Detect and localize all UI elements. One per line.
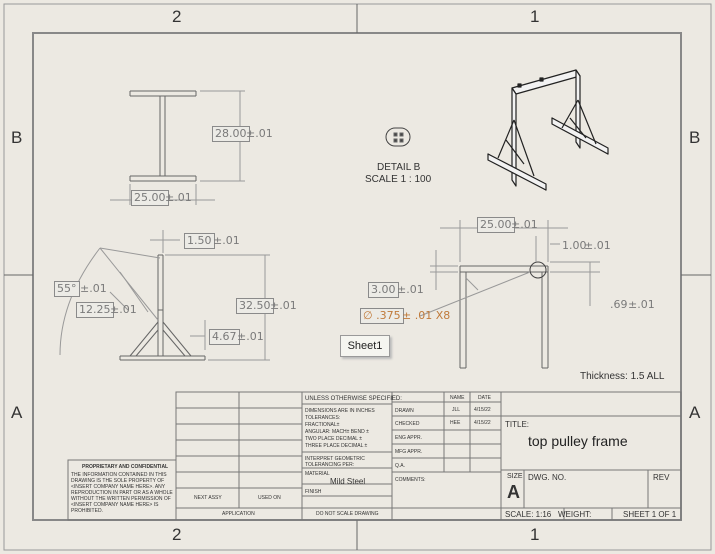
ibeam-height-dim[interactable]: 28.00 — [212, 126, 250, 142]
tb-prop-line: <INSERT COMPANY NAME HERE>. ANY — [71, 484, 166, 490]
front-width-dim[interactable]: 25.00 — [477, 217, 515, 233]
tb-checked-name: HEE — [450, 420, 461, 426]
tb-rev: REV — [653, 473, 670, 482]
tb-mfg-appr: MFG APPR. — [395, 449, 423, 455]
zone-right-a: A — [689, 403, 701, 422]
tb-size-label: SIZE — [507, 473, 523, 480]
side-top-tol: ±.01 — [213, 234, 240, 247]
front-hole-dim[interactable]: ∅ .375 — [360, 308, 404, 324]
tb-scale: SCALE: 1:16 — [505, 510, 552, 519]
tb-interpret: INTERPRET GEOMETRIC — [305, 456, 365, 462]
zone-left-b: B — [11, 128, 23, 147]
tb-dims2: TOLERANCES: — [305, 415, 341, 421]
tb-checked: CHECKED — [395, 421, 420, 427]
side-height-tol: ±.01 — [270, 299, 297, 312]
drawing-title: top pulley frame — [528, 433, 628, 449]
ibeam-width-dim[interactable]: 25.00 — [131, 190, 169, 206]
zone-bottom-1: 1 — [530, 525, 540, 544]
front-offset-tol: ±.01 — [628, 298, 655, 311]
front-right-dim[interactable]: 1.00 — [562, 239, 587, 252]
side-brace-dim[interactable]: 12.25 — [76, 302, 114, 318]
tb-prop-title: PROPRIETARY AND CONFIDENTIAL — [82, 464, 169, 470]
zone-top-1: 1 — [530, 7, 540, 26]
tb-fractional: FRACTIONAL± — [305, 422, 340, 428]
front-width-tol: ±.01 — [511, 218, 538, 231]
front-left-dim[interactable]: 3.00 — [368, 282, 399, 298]
tb-sheet: SHEET 1 OF 1 — [623, 510, 677, 519]
tb-prop-line: THE INFORMATION CONTAINED IN THIS — [71, 472, 167, 478]
ibeam-height-tol: ±.01 — [246, 127, 273, 140]
tb-qa: Q.A. — [395, 463, 406, 469]
front-offset-dim[interactable]: .69 — [610, 298, 628, 311]
zone-left-a: A — [11, 403, 23, 422]
tb-three-place: THREE PLACE DECIMAL ± — [305, 443, 368, 449]
zone-top-2: 2 — [172, 7, 182, 26]
tb-comments: COMMENTS: — [395, 477, 426, 483]
side-angle-dim[interactable]: 55° — [54, 281, 80, 297]
tb-prop-line: DRAWING IS THE SOLE PROPERTY OF — [71, 478, 165, 484]
tb-do-not-scale: DO NOT SCALE DRAWING — [316, 511, 379, 517]
tb-prop-line: PROHIBITED. — [71, 508, 103, 514]
tb-two-place: TWO PLACE DECIMAL ± — [305, 436, 363, 442]
tb-drawn-date: 4/15/22 — [474, 407, 491, 413]
front-hole-tol: ± .01 X8 — [402, 309, 451, 322]
side-base-dim[interactable]: 4.67 — [209, 329, 240, 345]
tb-next-assy: NEXT ASSY — [194, 495, 222, 501]
ibeam-width-tol: ±.01 — [165, 191, 192, 204]
tb-unless: UNLESS OTHERWISE SPECIFIED: — [305, 396, 402, 402]
tb-dims1: DIMENSIONS ARE IN INCHES — [305, 408, 375, 414]
tb-prop-line: REPRODUCTION IN PART OR AS A WHOLE — [71, 490, 173, 496]
tb-title-label: TITLE: — [505, 420, 530, 429]
sheet-tab-tooltip[interactable]: Sheet1 — [340, 335, 390, 357]
side-angle-tol: ±.01 — [80, 282, 107, 295]
zone-right-b: B — [689, 128, 701, 147]
tb-dwg-no: DWG. NO. — [528, 473, 567, 482]
side-top-dim[interactable]: 1.50 — [184, 233, 215, 249]
tb-weight: WEIGHT: — [558, 510, 592, 519]
tb-checked-date: 4/15/22 — [474, 420, 491, 426]
tb-eng-appr: ENG APPR. — [395, 435, 422, 441]
thickness-note: Thickness: 1.5 ALL — [580, 371, 665, 382]
tb-application: APPLICATION — [222, 511, 255, 517]
tb-drawn-name: JLL — [452, 407, 461, 413]
side-brace-tol: ±.01 — [110, 303, 137, 316]
front-left-tol: ±.01 — [397, 283, 424, 296]
tb-angular: ANGULAR: MACH± BEND ± — [305, 429, 369, 435]
zone-bottom-2: 2 — [172, 525, 182, 544]
tb-date-hdr: DATE — [478, 395, 491, 401]
tb-material-label: MATERIAL — [305, 471, 330, 477]
tb-used-on: USED ON — [258, 495, 281, 501]
tb-size: A — [507, 482, 520, 502]
tb-material: Mild Steel — [330, 477, 366, 486]
tb-tolerancing: TOLERANCING PER: — [305, 462, 355, 468]
tb-name-hdr: NAME — [450, 395, 465, 401]
detail-title: DETAIL B — [377, 162, 421, 173]
tb-drawn: DRAWN — [395, 408, 414, 414]
tb-prop-line: <INSERT COMPANY NAME HERE> IS — [71, 502, 159, 508]
detail-scale: SCALE 1 : 100 — [365, 174, 432, 185]
side-base-tol: ±.01 — [237, 330, 264, 343]
front-right-tol: ±.01 — [584, 239, 611, 252]
tb-prop-line: WITHOUT THE WRITTEN PERMISSION OF — [71, 496, 171, 502]
tb-finish-label: FINISH — [305, 489, 322, 495]
side-height-dim[interactable]: 32.50 — [236, 298, 274, 314]
